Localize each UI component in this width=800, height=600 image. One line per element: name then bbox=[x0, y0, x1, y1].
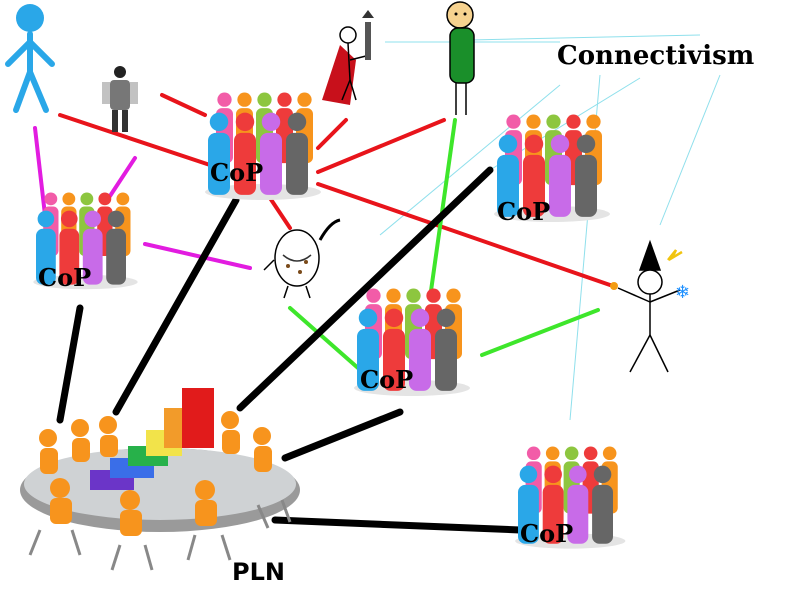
person-icon bbox=[62, 192, 76, 206]
person-icon bbox=[576, 134, 596, 154]
green-links bbox=[288, 118, 600, 370]
person-icon bbox=[524, 134, 544, 154]
person-icon bbox=[602, 446, 617, 461]
person-icon bbox=[583, 446, 598, 461]
person-icon bbox=[60, 210, 78, 228]
person-icon bbox=[586, 114, 601, 129]
cop-label: CoP bbox=[360, 365, 413, 394]
red-links bbox=[58, 93, 612, 287]
person-icon bbox=[98, 192, 112, 206]
person-icon bbox=[526, 446, 541, 461]
svg-text:❄: ❄ bbox=[675, 282, 690, 303]
shadow-figure-icon bbox=[102, 66, 138, 132]
person-icon bbox=[526, 114, 541, 129]
meeting-table-icon bbox=[20, 388, 300, 571]
person-icon bbox=[567, 484, 589, 544]
person-icon bbox=[358, 308, 378, 328]
cop-label: CoP bbox=[210, 158, 263, 187]
person-icon bbox=[80, 192, 94, 206]
person-icon bbox=[357, 328, 379, 391]
person-icon bbox=[208, 132, 230, 195]
person-icon bbox=[545, 446, 560, 461]
person-icon bbox=[383, 328, 405, 391]
cop-labels: CoP CoP CoP CoP CoP bbox=[38, 158, 573, 548]
cop-people-group bbox=[515, 446, 626, 549]
person-icon bbox=[217, 92, 232, 107]
person-icon bbox=[234, 132, 256, 195]
person-icon bbox=[410, 308, 430, 328]
person-icon bbox=[550, 134, 570, 154]
person-icon bbox=[518, 484, 539, 544]
cop-label: CoP bbox=[497, 197, 550, 226]
person-icon bbox=[446, 288, 461, 303]
person-icon bbox=[498, 134, 518, 154]
person-icon bbox=[116, 192, 130, 206]
person-icon bbox=[519, 465, 538, 484]
person-icon bbox=[549, 154, 571, 217]
cop-people-group bbox=[494, 114, 610, 222]
pln-label: PLN bbox=[232, 558, 285, 586]
person-icon bbox=[384, 308, 404, 328]
devil-stick-figure-icon bbox=[322, 10, 374, 105]
person-icon bbox=[84, 210, 102, 228]
black-links bbox=[56, 166, 524, 534]
person-icon bbox=[37, 210, 55, 228]
blue-stick-figure-icon bbox=[5, 4, 55, 113]
person-icon bbox=[257, 92, 272, 107]
person-icon bbox=[36, 228, 56, 285]
person-icon bbox=[566, 114, 581, 129]
person-icon bbox=[287, 112, 307, 132]
person-icon bbox=[235, 112, 255, 132]
cop-groups bbox=[33, 92, 626, 549]
caveman-doodle-icon bbox=[263, 218, 341, 299]
person-icon bbox=[286, 132, 308, 195]
person-icon bbox=[506, 114, 521, 129]
person-icon bbox=[386, 288, 401, 303]
person-icon bbox=[593, 465, 612, 484]
person-icon bbox=[569, 465, 587, 484]
person-icon bbox=[297, 92, 312, 107]
person-icon bbox=[409, 328, 431, 391]
person-icon bbox=[592, 484, 613, 544]
person-icon bbox=[544, 465, 562, 484]
person-icon bbox=[497, 154, 519, 217]
green-hooded-figure-icon bbox=[446, 1, 475, 115]
person-icon bbox=[237, 92, 252, 107]
person-icon bbox=[523, 154, 545, 217]
person-icon bbox=[277, 92, 292, 107]
person-icon bbox=[564, 446, 579, 461]
person-icon bbox=[261, 112, 281, 132]
person-icon bbox=[366, 288, 381, 303]
diagram-title: Connectivism bbox=[557, 41, 754, 71]
cop-label: CoP bbox=[38, 263, 91, 292]
person-icon bbox=[82, 228, 103, 285]
wizard-stick-figure-icon: ❄ bbox=[610, 239, 690, 373]
person-icon bbox=[426, 288, 441, 303]
person-icon bbox=[436, 308, 456, 328]
cop-label: CoP bbox=[520, 519, 573, 548]
person-icon bbox=[59, 228, 80, 285]
person-icon bbox=[44, 192, 58, 206]
bar-chart-icon bbox=[90, 388, 214, 490]
person-icon bbox=[435, 328, 457, 391]
person-icon bbox=[209, 112, 229, 132]
cop-people-group bbox=[354, 288, 470, 396]
cop-people-group bbox=[205, 92, 321, 200]
person-icon bbox=[260, 132, 282, 195]
person-icon bbox=[575, 154, 597, 217]
person-icon bbox=[106, 228, 126, 285]
person-icon bbox=[542, 484, 564, 544]
person-icon bbox=[107, 210, 125, 228]
cop-people-group bbox=[33, 192, 138, 290]
magenta-links bbox=[33, 126, 252, 270]
person-icon bbox=[546, 114, 561, 129]
person-icon bbox=[406, 288, 421, 303]
